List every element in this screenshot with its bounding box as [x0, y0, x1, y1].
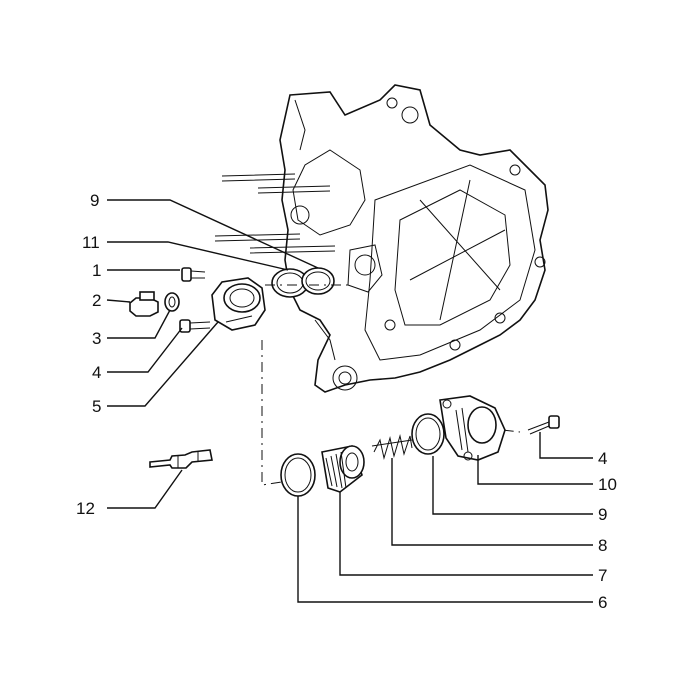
- callout-9-lower: 9: [598, 505, 607, 524]
- callout-4-left: 4: [92, 363, 101, 382]
- screw-4-right: [527, 415, 560, 435]
- spring-8: [371, 434, 413, 460]
- callout-labels: 9 11 1 2 3 4 5 12 4 10 9 8 7 6: [76, 191, 617, 612]
- filter-element-7: [321, 445, 365, 493]
- callout-4-right: 4: [598, 449, 607, 468]
- washer-3: [164, 292, 180, 312]
- o-ring-9-lower: [411, 413, 445, 455]
- drain-plug-2: [129, 291, 159, 317]
- callout-7: 7: [598, 566, 607, 585]
- o-ring-9-upper: [301, 267, 335, 295]
- screw-4-left: [179, 319, 211, 333]
- callout-12: 12: [76, 499, 95, 518]
- leader-lines: [106, 199, 593, 603]
- filter-housing-5: [211, 277, 266, 331]
- filter-cover-10: [439, 395, 506, 461]
- callout-5: 5: [92, 397, 101, 416]
- sensor-12: [149, 449, 213, 469]
- callout-6: 6: [598, 593, 607, 612]
- callout-11: 11: [82, 233, 100, 252]
- bolt-1: [181, 267, 206, 282]
- callout-10: 10: [598, 475, 617, 494]
- assembly-axis-line: [261, 340, 283, 486]
- callout-2: 2: [92, 291, 101, 310]
- callout-3: 3: [92, 329, 101, 348]
- o-ring-6: [280, 453, 316, 497]
- crankcase-housing: [279, 84, 549, 393]
- callout-8: 8: [598, 536, 607, 555]
- callout-1: 1: [92, 261, 101, 280]
- callout-9-upper: 9: [90, 191, 99, 210]
